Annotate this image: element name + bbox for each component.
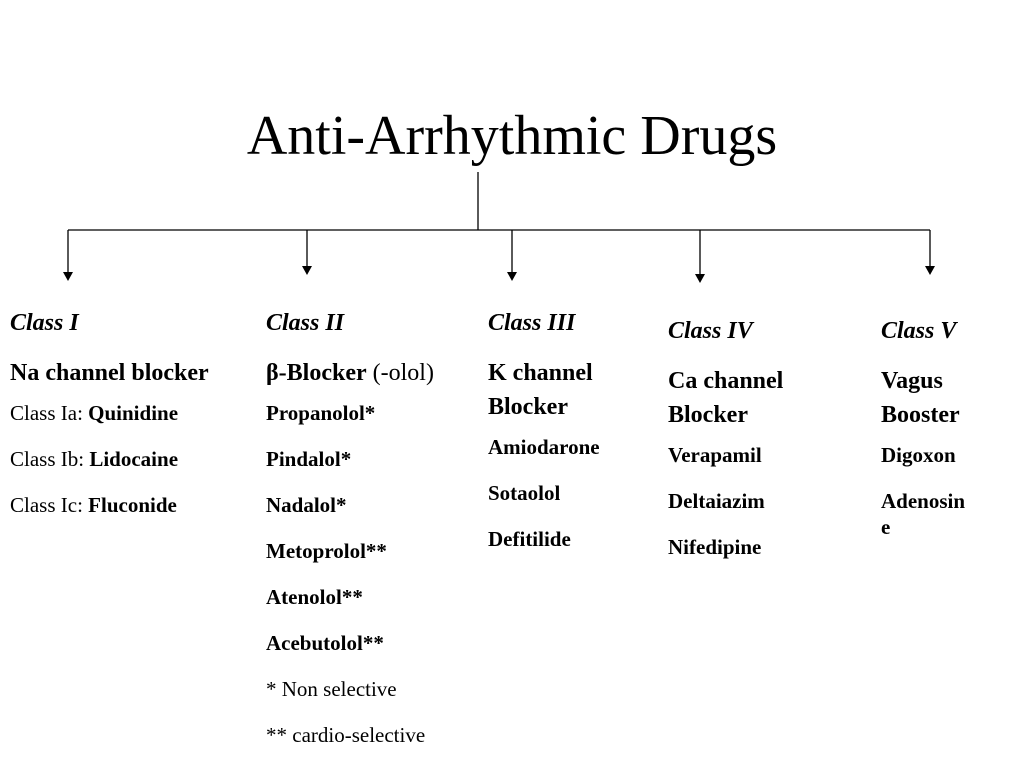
class-2-heading: Class II xyxy=(266,310,345,336)
arrowhead-class-4 xyxy=(695,274,705,283)
class-1-entry: Class Ic: Fluconide xyxy=(10,492,255,518)
class-3-drug: Amiodarone xyxy=(488,435,600,459)
arrowhead-class-3 xyxy=(507,272,517,281)
drug-line: Adenosin xyxy=(881,489,966,513)
class-3-drug: Defitilide xyxy=(488,527,571,551)
class-1-column: Class I Na channel blocker Class Ia: Qui… xyxy=(10,308,255,518)
drug-name: Lidocaine xyxy=(89,447,179,471)
drug-line: e xyxy=(881,515,891,539)
subtitle-line: Booster xyxy=(881,402,960,428)
arrowhead-class-5 xyxy=(925,266,935,275)
subtitle-line: Blocker xyxy=(488,394,568,420)
class-2-drug: Atenolol** xyxy=(266,585,363,609)
drug-name: Fluconide xyxy=(88,493,177,517)
class-2-drug: Nadalol* xyxy=(266,493,347,517)
class-4-drug: Nifedipine xyxy=(668,535,762,559)
drug-name: Quinidine xyxy=(88,401,179,425)
class-2-drug: Metoprolol** xyxy=(266,539,387,563)
arrowhead-class-1 xyxy=(63,272,73,281)
tree-connectors xyxy=(63,172,935,283)
arrowhead-class-2 xyxy=(302,266,312,275)
subtitle-bold: β-Blocker xyxy=(266,360,367,386)
class-5-drug: Digoxon xyxy=(881,443,956,467)
class-1-entry: Class Ia: Quinidine xyxy=(10,400,255,426)
class-3-drug: Sotaolol xyxy=(488,481,561,505)
class-4-drug: Deltaiazim xyxy=(668,489,765,513)
class-4-drug: Verapamil xyxy=(668,443,762,467)
subtitle-line: Blocker xyxy=(668,402,748,428)
entry-prefix: Class Ic: xyxy=(10,493,89,517)
class-2-note: * Non selective xyxy=(266,677,397,701)
class-3-heading: Class III xyxy=(488,310,576,336)
entry-prefix: Class Ia: xyxy=(10,401,89,425)
subtitle-line: K channel xyxy=(488,360,593,386)
class-1-heading: Class I xyxy=(10,310,79,336)
class-5-heading: Class V xyxy=(881,318,957,344)
class-2-column: Class II β-Blocker (-olol) Propanolol* P… xyxy=(266,308,481,748)
class-2-drug: Pindalol* xyxy=(266,447,352,471)
subtitle-line: Vagus xyxy=(881,368,943,394)
entry-prefix: Class Ib: xyxy=(10,447,90,471)
class-1-entry: Class Ib: Lidocaine xyxy=(10,446,255,472)
class-2-note: ** cardio-selective xyxy=(266,723,426,747)
class-1-subtitle: Na channel blocker xyxy=(10,360,209,386)
class-2-subtitle: β-Blocker (-olol) xyxy=(266,356,481,390)
class-2-drug: Propanolol* xyxy=(266,401,376,425)
class-2-drug: Acebutolol** xyxy=(266,631,384,655)
subtitle-suffix: (-olol) xyxy=(366,360,434,386)
subtitle-line: Ca channel xyxy=(668,368,784,394)
class-4-heading: Class IV xyxy=(668,318,753,344)
diagram-title: Anti-Arrhythmic Drugs xyxy=(246,105,778,167)
